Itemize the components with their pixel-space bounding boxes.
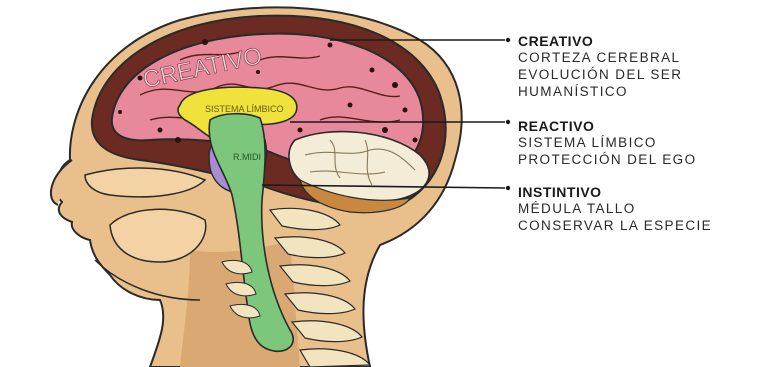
callout-line: MÉDULA TALLO xyxy=(518,200,712,217)
callout-line: HUMANÍSTICO xyxy=(518,83,682,100)
callout-creativo: CREATIVO CORTEZA CEREBRAL EVOLUCIÓN DEL … xyxy=(518,33,682,100)
callout-instintivo: INSTINTIVO MÉDULA TALLO CONSERVAR LA ESP… xyxy=(518,184,712,234)
callout-line: PROTECCIÓN DEL EGO xyxy=(518,151,696,168)
callout-reactivo: REACTIVO SISTEMA LÍMBICO PROTECCIÓN DEL … xyxy=(518,118,696,168)
callout-title: CREATIVO xyxy=(518,33,682,49)
callout-line: EVOLUCIÓN DEL SER xyxy=(518,66,682,83)
callout-line: SISTEMA LÍMBICO xyxy=(518,134,696,151)
leader-dot-instintivo xyxy=(506,186,510,190)
callout-title: INSTINTIVO xyxy=(518,184,712,200)
callout-title: REACTIVO xyxy=(518,118,696,134)
limbic-label: SISTEMA LÍMBICO xyxy=(205,104,284,114)
callout-line: CORTEZA CEREBRAL xyxy=(518,49,682,66)
leader-dot-reactivo xyxy=(506,120,510,124)
callout-line: CONSERVAR LA ESPECIE xyxy=(518,217,712,234)
leader-dot-creativo xyxy=(506,38,510,42)
stem-label: R.MIDI xyxy=(233,152,261,162)
